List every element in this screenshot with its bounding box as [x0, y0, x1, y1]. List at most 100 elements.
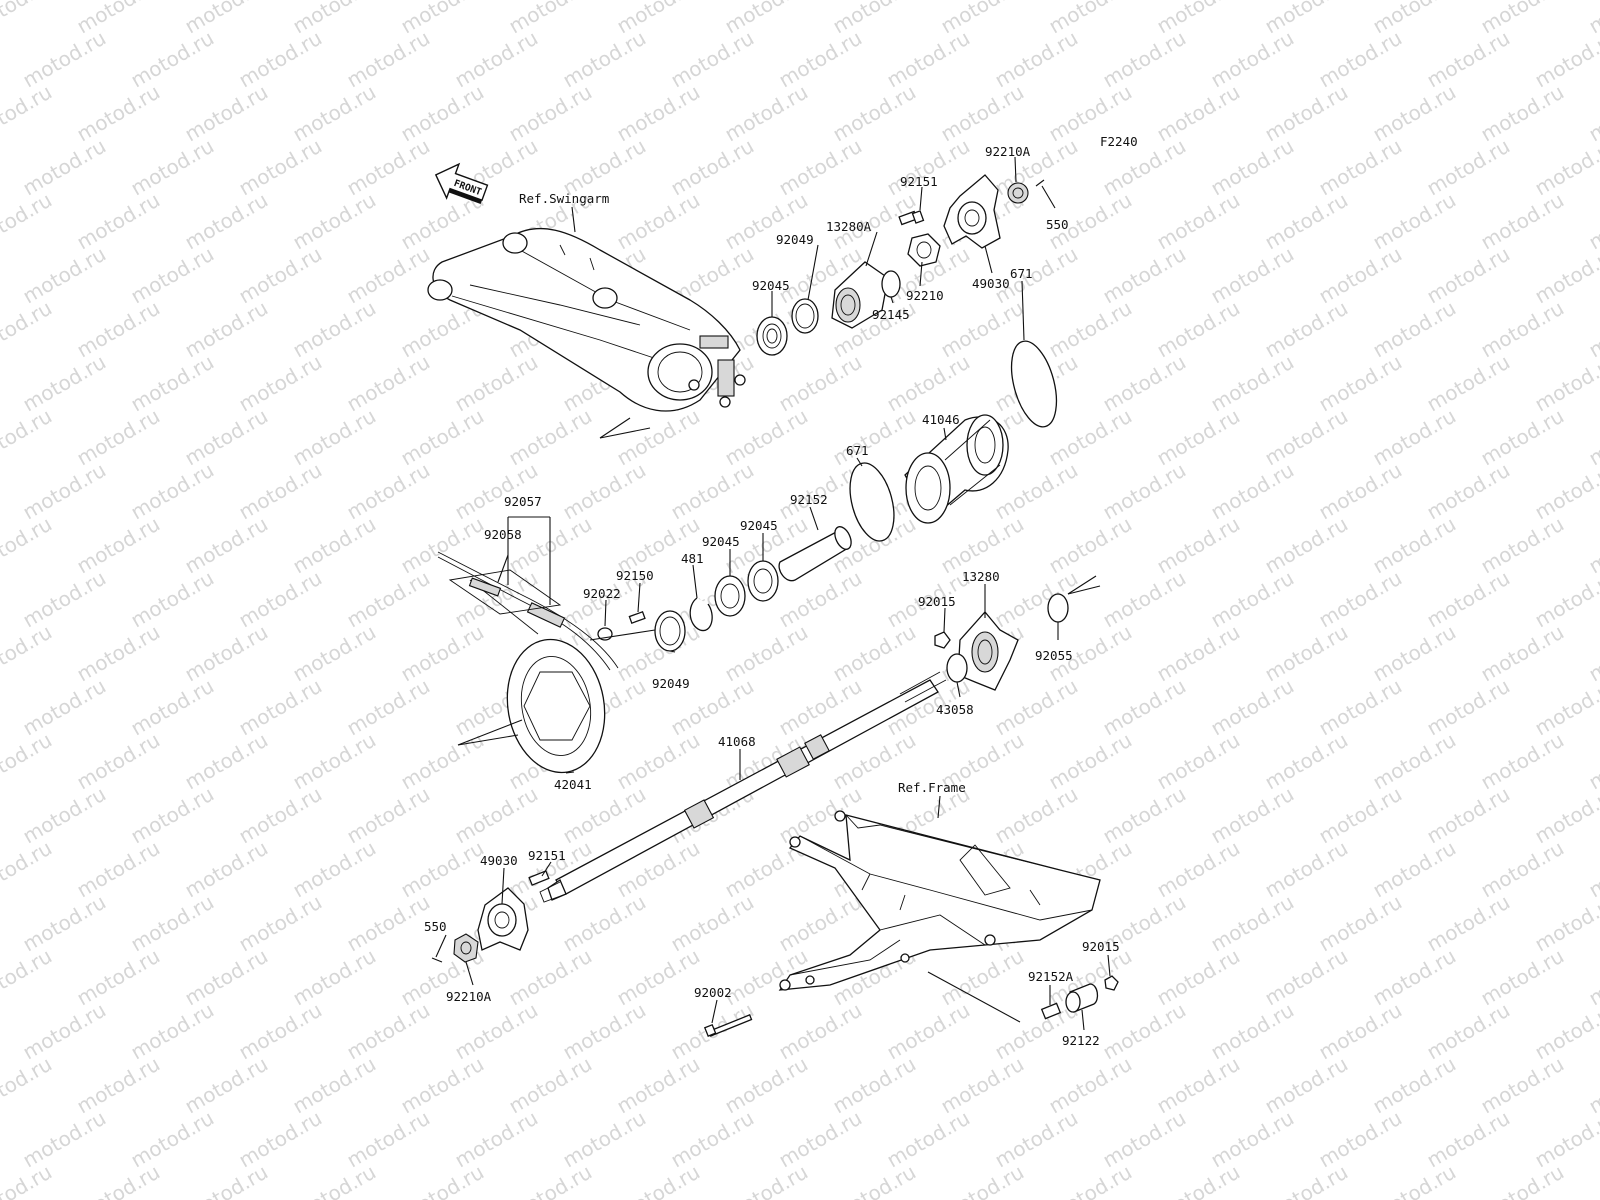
watermark-text: motod.ru [0, 80, 56, 147]
watermark-text: motod.ru [775, 1106, 866, 1173]
watermark-text: motod.ru [127, 242, 218, 309]
watermark-text: motod.ru [1477, 1160, 1568, 1200]
watermark-text: motod.ru [1207, 782, 1298, 849]
watermark-text: motod.ru [1207, 674, 1298, 741]
watermark-text: motod.ru [1585, 944, 1600, 1011]
watermark-text: motod.ru [343, 458, 434, 525]
watermark-text: motod.ru [73, 728, 164, 795]
watermark-text: motod.ru [343, 998, 434, 1065]
label-13280A: 13280A [826, 219, 872, 234]
watermark-text: motod.ru [235, 350, 326, 417]
o-ring-671-b [849, 462, 895, 542]
watermark-text: motod.ru [1531, 134, 1600, 201]
label-13280: 13280 [962, 569, 1000, 584]
watermark-text: motod.ru [181, 1160, 272, 1200]
watermark-text: motod.ru [19, 1106, 110, 1173]
watermark-text: motod.ru [1477, 1052, 1568, 1119]
watermark-text: motod.ru [883, 1106, 974, 1173]
watermark-text: motod.ru [991, 1106, 1082, 1173]
watermark-text: motod.ru [181, 620, 272, 687]
watermark-text: motod.ru [1585, 728, 1600, 795]
watermark-text: motod.ru [1153, 80, 1244, 147]
watermark-text: motod.ru [1207, 998, 1298, 1065]
watermark-text: motod.ru [613, 944, 704, 1011]
watermark-text: motod.ru [1207, 242, 1298, 309]
watermark-text: motod.ru [73, 620, 164, 687]
watermark-text: motod.ru [1153, 296, 1244, 363]
watermark-text: motod.ru [883, 350, 974, 417]
watermark-text: motod.ru [235, 242, 326, 309]
watermark-text: motod.ru [1315, 350, 1406, 417]
watermark-text: motod.ru [289, 1052, 380, 1119]
coupling-13280A [831, 261, 889, 329]
watermark-text: motod.ru [235, 998, 326, 1065]
watermark-text: motod.ru [1585, 836, 1600, 903]
watermark-text: motod.ru [883, 998, 974, 1065]
watermark-text: motod.ru [1207, 566, 1298, 633]
watermark-text: motod.ru [667, 26, 758, 93]
watermark-text: motod.ru [1315, 890, 1406, 957]
watermark-text: motod.ru [19, 890, 110, 957]
watermark-text: motod.ru [397, 512, 488, 579]
diagram-id: F2240 [1100, 134, 1138, 149]
watermark-text: motod.ru [19, 242, 110, 309]
watermark-text: motod.ru [73, 1052, 164, 1119]
bolt-92150 [628, 610, 646, 624]
watermark-text: motod.ru [829, 1160, 920, 1200]
watermark-text: motod.ru [1099, 350, 1190, 417]
watermark-text: motod.ru [667, 890, 758, 957]
watermark-text: motod.ru [1369, 1160, 1460, 1200]
watermark-text: motod.ru [127, 998, 218, 1065]
coupling-13280 [957, 611, 1019, 691]
watermark-text: motod.ru [1153, 404, 1244, 471]
watermark-text: motod.ru [613, 188, 704, 255]
watermark-text: motod.ru [1099, 242, 1190, 309]
ref-swingarm-label: Ref.Swingarm [519, 191, 609, 206]
cotter-pin-550-b [431, 957, 443, 963]
watermark-text: motod.ru [991, 674, 1082, 741]
watermark-text: motod.ru [721, 80, 812, 147]
watermark-text: motod.ru [1531, 26, 1600, 93]
watermark-text: motod.ru [1369, 836, 1460, 903]
watermark-text: motod.ru [181, 728, 272, 795]
o-ring-671-a [1010, 340, 1058, 428]
sprocket-42041 [506, 638, 606, 774]
o-ring-92055 [1047, 593, 1069, 623]
watermark-text: motod.ru [559, 1106, 650, 1173]
watermark-text: motod.ru [1315, 1106, 1406, 1173]
nut-92015-b [1104, 975, 1119, 991]
watermark-text: motod.ru [19, 674, 110, 741]
watermark-text: motod.ru [1477, 512, 1568, 579]
watermark-text: motod.ru [829, 620, 920, 687]
watermark-text: motod.ru [937, 944, 1028, 1011]
watermark-text: motod.ru [991, 782, 1082, 849]
watermark-text: motod.ru [1531, 242, 1600, 309]
watermark-text: motod.ru [19, 998, 110, 1065]
watermark-text: motod.ru [1369, 404, 1460, 471]
watermark-text: motod.ru [1099, 458, 1190, 525]
watermark-text: motod.ru [289, 728, 380, 795]
watermark-text: motod.ru [0, 944, 56, 1011]
watermark-text: motod.ru [1099, 26, 1190, 93]
watermark-text: motod.ru [1423, 242, 1514, 309]
watermark-text: motod.ru [1207, 26, 1298, 93]
label-92002: 92002 [694, 985, 732, 1000]
watermark-text: motod.ru [289, 836, 380, 903]
watermark-text: motod.ru [1531, 350, 1600, 417]
watermark-text: motod.ru [1261, 188, 1352, 255]
watermark-text: motod.ru [343, 242, 434, 309]
watermark-text: motod.ru [181, 836, 272, 903]
watermark-text: motod.ru [1261, 1160, 1352, 1200]
watermark-text: motod.ru [1531, 890, 1600, 957]
watermark-text: motod.ru [235, 890, 326, 957]
watermark-text: motod.ru [1423, 566, 1514, 633]
watermark-text: motod.ru [127, 350, 218, 417]
circlip-481 [689, 597, 713, 632]
watermark-text: motod.ru [937, 1160, 1028, 1200]
watermark-text: motod.ru [613, 1052, 704, 1119]
watermark-text: motod.ru [127, 458, 218, 525]
watermark-text: motod.ru [0, 728, 56, 795]
watermark-text: motod.ru [0, 620, 56, 687]
watermark-text: motod.ru [343, 674, 434, 741]
drive-chain [437, 551, 619, 671]
